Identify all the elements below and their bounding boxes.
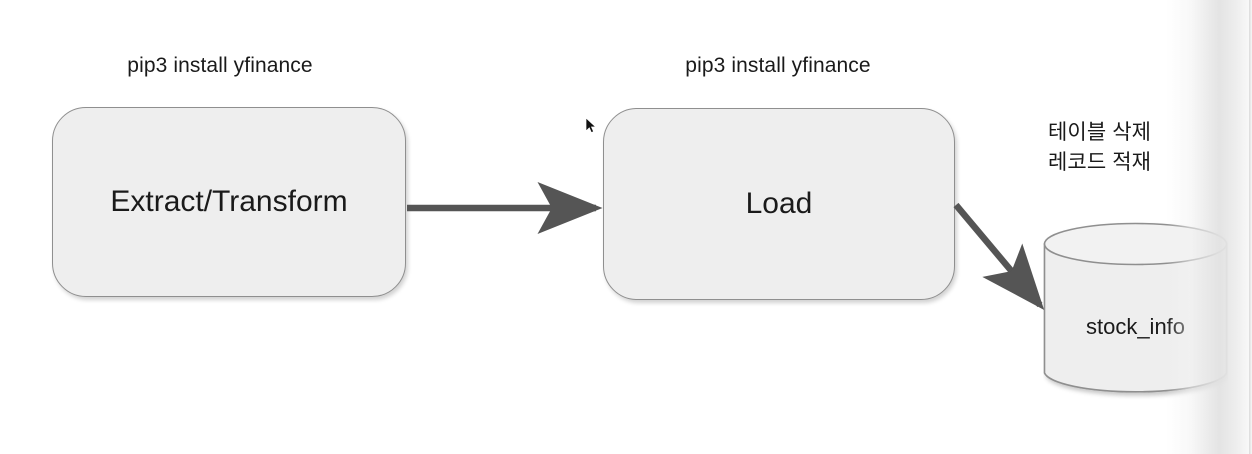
node-stock-info[interactable]: stock_info: [1043, 222, 1228, 395]
caption-extract-transform-text: pip3 install yfinance: [127, 54, 313, 77]
annotation-db-note-line-2: 레코드 적재: [1048, 151, 1152, 174]
cylinder-shape: [1043, 222, 1228, 393]
mouse-pointer-icon: [585, 117, 597, 134]
caption-load: pip3 install yfinance: [558, 52, 998, 80]
annotation-db-note: 테이블 삭제 레코드 적재: [1048, 118, 1228, 178]
node-load[interactable]: Load: [603, 108, 955, 300]
node-extract-transform[interactable]: Extract/Transform: [52, 107, 406, 297]
node-load-label: Load: [745, 187, 813, 220]
caption-load-text: pip3 install yfinance: [685, 54, 871, 77]
edge-load-to-db: [953, 202, 1045, 310]
node-stock-info-label: stock_info: [1085, 314, 1186, 339]
node-extract-transform-label: Extract/Transform: [110, 185, 348, 218]
caption-extract-transform: pip3 install yfinance: [0, 52, 440, 80]
annotation-db-note-line-1: 테이블 삭제: [1048, 121, 1152, 144]
